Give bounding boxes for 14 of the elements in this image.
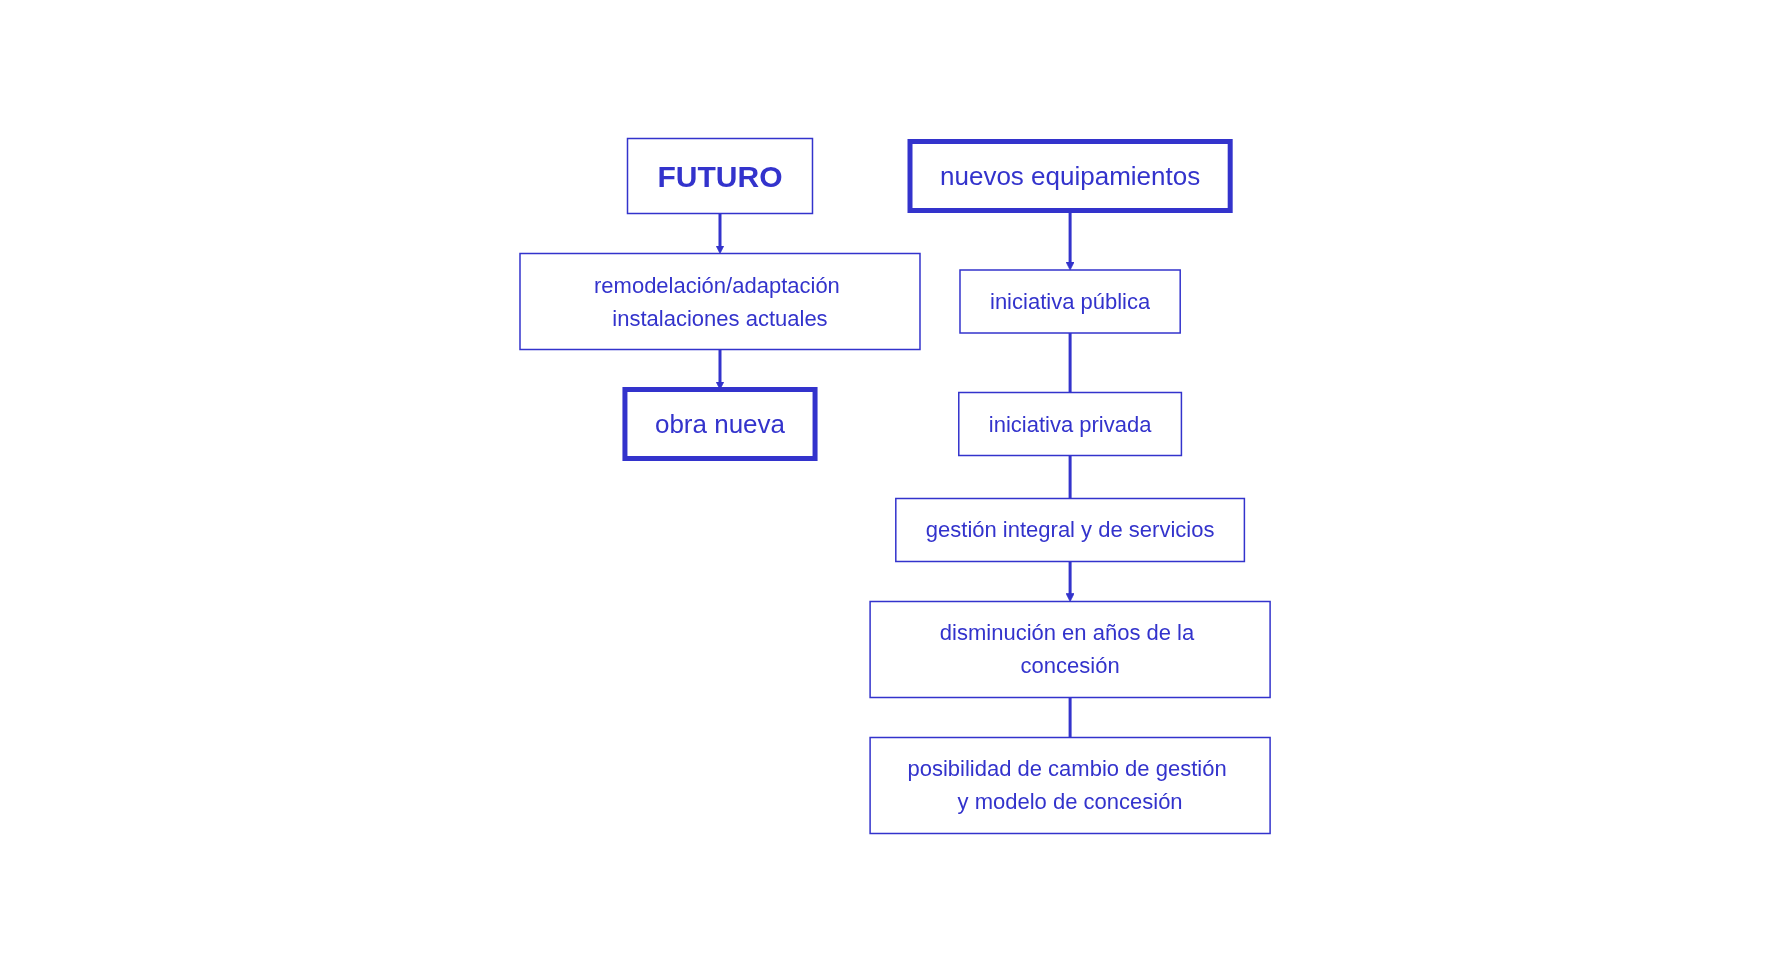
node-box: disminución en años de la concesión [869, 600, 1272, 699]
node-box: FUTURO [627, 137, 814, 215]
node-box: obra nueva [622, 387, 818, 461]
node-box: iniciativa pública [959, 269, 1182, 334]
connector [1069, 455, 1073, 499]
connector [1069, 333, 1073, 393]
node-box: nuevos equipamientos [907, 139, 1234, 213]
node-box: gestión integral y de servicios [895, 497, 1246, 563]
node-box: iniciativa privada [958, 391, 1183, 457]
arrow [1066, 561, 1075, 602]
arrow [716, 213, 725, 254]
node-box: remodelación/adaptación instalaciones actuales [519, 252, 922, 351]
node-box: posibilidad de cambio de gestión y modelo de concesión [869, 736, 1272, 835]
connector [1069, 697, 1073, 738]
